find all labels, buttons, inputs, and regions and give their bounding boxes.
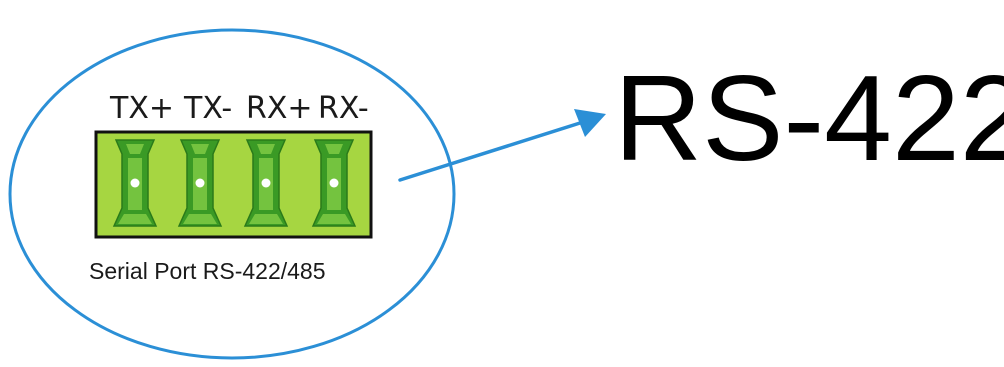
pin-label-tx-minus: TX- bbox=[183, 91, 232, 126]
highlight-ellipse bbox=[8, 28, 456, 360]
pin-label-rx-minus: RX- bbox=[318, 91, 369, 126]
connector-caption: Serial Port RS-422/485 bbox=[89, 258, 326, 284]
screw-terminal-icon bbox=[112, 139, 158, 227]
terminal-block-connector bbox=[94, 130, 373, 239]
screw-terminal-icon bbox=[311, 139, 357, 227]
screw-terminal-icon bbox=[177, 139, 223, 227]
arrow-right-icon bbox=[398, 109, 606, 182]
pin-label-rx-plus: RX+ bbox=[246, 91, 313, 126]
screw-terminal-icon bbox=[243, 139, 289, 227]
protocol-title: RS-422 bbox=[614, 50, 1004, 186]
pin-label-tx-plus: TX+ bbox=[109, 91, 174, 126]
